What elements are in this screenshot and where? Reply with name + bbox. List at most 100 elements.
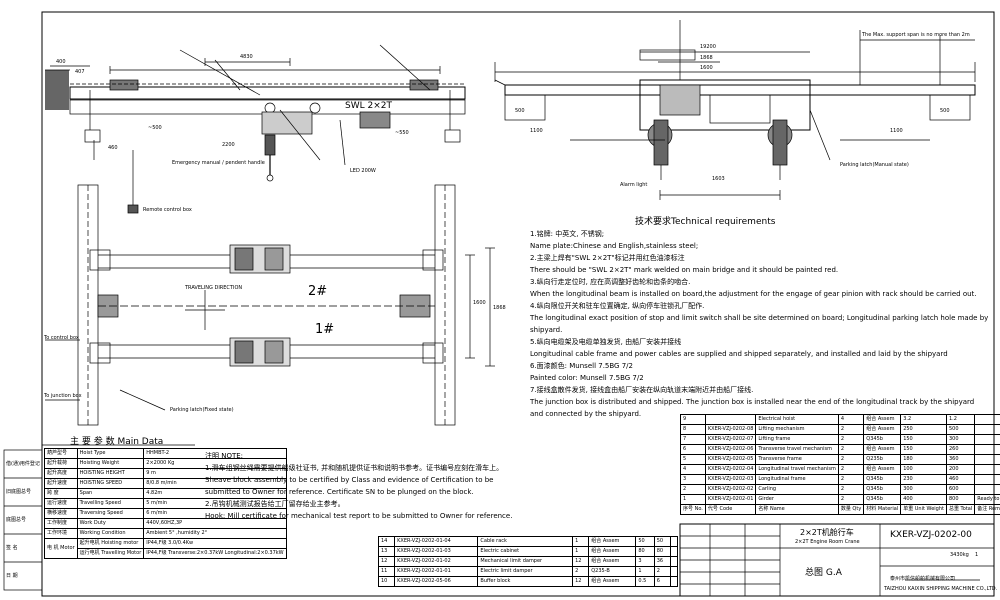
cell: IP44,F级 Transverse:2×0.37kW Longitudinal…	[143, 548, 287, 559]
strip-label: 底图总号	[6, 517, 27, 523]
cell: 运行速度	[44, 498, 78, 509]
cell: KXER-VZJ-0202-01	[704, 494, 757, 505]
cell: 组合 Assem	[588, 556, 637, 567]
cell: 组合 Assem	[863, 424, 902, 435]
cell: KXER-VZJ-0202-08	[704, 424, 757, 435]
cell: 2	[837, 474, 865, 485]
cell	[974, 474, 1000, 485]
note-line: submitted to Owner for reference. Certif…	[205, 488, 474, 496]
cell: Mechanical limit damper	[477, 556, 574, 567]
tech-line: Name plate:Chinese and English,stainless…	[530, 242, 699, 250]
cell: 组合 Assem	[588, 576, 637, 587]
cell: 600	[945, 484, 976, 495]
cell: 14	[377, 536, 396, 547]
cell: Work Duty	[76, 518, 145, 529]
cell: 300	[945, 434, 976, 445]
cell	[974, 434, 1000, 445]
strip-label: 日 期	[6, 573, 18, 579]
to-control-box: To control box	[44, 335, 79, 341]
cell: 1	[680, 494, 706, 505]
cell: 300	[900, 484, 947, 495]
dim-500-left: 500	[515, 108, 525, 114]
cell: 组合 Assem	[588, 536, 637, 547]
cell: KXER-VZJ-0202-06	[704, 444, 757, 455]
cell: Carling	[755, 484, 839, 495]
cell: Electrical hoist	[755, 414, 839, 425]
cell: HOISTING SPEED	[76, 478, 145, 489]
cell: 230	[900, 474, 947, 485]
cell: Q345b	[863, 434, 902, 445]
cell	[974, 414, 1000, 425]
cell: 工作环境	[44, 528, 78, 539]
cell: 组合 Assem	[863, 414, 902, 425]
header-cell: 备注 Remark	[974, 504, 1000, 515]
cell: 起升速度	[44, 478, 78, 489]
cell: 组合 Assem	[863, 444, 902, 455]
cell: Q345b	[863, 484, 902, 495]
cell: Traversing Speed	[76, 508, 145, 519]
note-line: 1.滑车组钢丝绳需要提供船级社证书, 并和随机提供证书和说明书参考。证书编号应刻…	[205, 464, 504, 472]
cell: 2	[837, 494, 865, 505]
cell: Electric limit damper	[477, 566, 574, 577]
cell: 100	[900, 464, 947, 475]
dim-500-right: 500	[940, 108, 950, 114]
cell: 260	[945, 444, 976, 455]
cell	[974, 484, 1000, 495]
cell: 150	[900, 434, 947, 445]
cell: 180	[900, 454, 947, 465]
cell: 7	[680, 434, 706, 445]
cell: 起升载荷	[44, 458, 78, 469]
cell	[669, 546, 679, 557]
title-name-cn: 2×2T机舱行车	[800, 528, 854, 537]
cell: 4	[680, 464, 706, 475]
cell: 组合 Assem	[863, 464, 902, 475]
trolley-1-mark: 1#	[315, 322, 335, 337]
dim-1100-left: 1100	[530, 128, 543, 134]
dim-500: ~500	[148, 125, 162, 131]
cell: Q235-B	[588, 566, 637, 577]
cell: Ambient 5° ,humidity 2°	[143, 528, 287, 539]
header-cell: 材料 Material	[863, 504, 902, 515]
travel-direction: TRAVELING DIRECTION	[185, 285, 243, 291]
dim-407: 407	[75, 69, 85, 75]
cell: IP44,F级 3.0/0.4Kw	[143, 538, 287, 549]
cell: 80	[635, 546, 655, 557]
cell: 工作制度	[44, 518, 78, 529]
cell: 2	[837, 454, 865, 465]
main-data-heading: 主 要 参 数 Main Data	[70, 437, 164, 447]
note-line: 2.吊钩机械测试报告给工厂留存给业主参考。	[205, 500, 345, 508]
dim-4830: 4830	[240, 54, 253, 60]
cell: 跨 度	[44, 488, 78, 499]
cell: Buffer block	[477, 576, 574, 587]
note-parking-manual: Parking latch(Manual state)	[840, 162, 909, 168]
cell: 9	[680, 414, 706, 425]
tech-line: 4.纵向限位开关和驻车位置确定, 纵向停车驻锁孔厂配作.	[530, 302, 705, 310]
note-emergency: Emergency manual / pendent handle	[172, 160, 265, 166]
trolley-2-mark: 2#	[308, 284, 328, 299]
cell: Lifting mechanism	[755, 424, 839, 435]
tech-line: 5.纵向电缆架及电缆单独发货, 由船厂安装并接线	[530, 338, 682, 346]
cell: Longitudinal travel mechanism	[755, 464, 839, 475]
cell: 1	[572, 536, 590, 547]
note-led: LED 200W	[350, 168, 376, 174]
cell: 起升高度	[44, 468, 78, 479]
header-cell: 数量 Qty	[837, 504, 865, 515]
cell: 3	[635, 556, 655, 567]
swl-label: SWL 2×2T	[345, 101, 392, 111]
cell: 36	[653, 556, 671, 567]
drawing-ga: 总图 G.A	[805, 568, 842, 578]
cell: 80	[653, 546, 671, 557]
